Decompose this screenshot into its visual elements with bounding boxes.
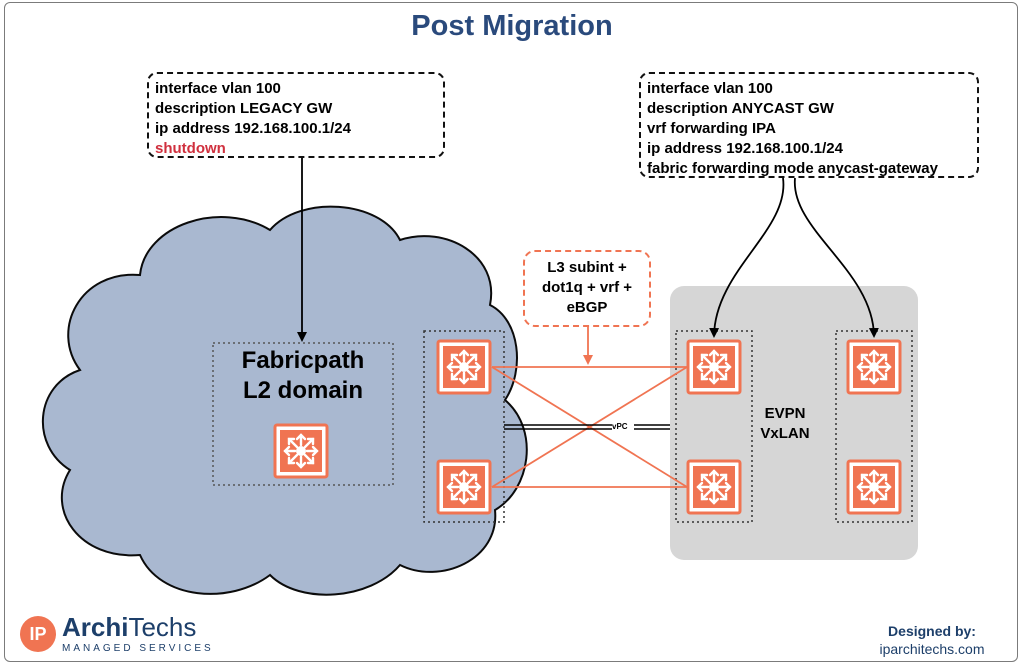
border-leaf-group bbox=[423, 330, 505, 523]
logo-badge: IP bbox=[20, 616, 56, 652]
logo-name: ArchiTechs bbox=[62, 612, 197, 642]
page-title: Post Migration bbox=[411, 10, 613, 42]
legacy-config-line: interface vlan 100 bbox=[155, 80, 281, 97]
fabricpath-domain-frame bbox=[212, 342, 394, 486]
legacy-config-line: ip address 192.168.100.1/24 bbox=[155, 120, 351, 137]
logo-tagline: MANAGED SERVICES bbox=[62, 643, 214, 654]
designed-by-label: Designed by: bbox=[888, 623, 976, 639]
anycast-arrow-left bbox=[709, 177, 785, 338]
anycast-config-line: description ANYCAST GW bbox=[647, 100, 834, 117]
l3-note-line: dot1q + vrf + bbox=[541, 279, 633, 296]
anycast-config-line: interface vlan 100 bbox=[647, 80, 773, 97]
legacy-gw-config-box: interface vlan 100 description LEGACY GW… bbox=[147, 72, 445, 158]
designer-site: iparchitechs.com bbox=[879, 641, 985, 657]
legacy-config-shutdown: shutdown bbox=[155, 140, 226, 157]
iparchitechs-logo: IP ArchiTechs MANAGED SERVICES bbox=[20, 612, 220, 656]
vpc-label: vPC bbox=[612, 422, 628, 431]
evpn-leaf-group-1 bbox=[675, 330, 753, 523]
fabricpath-cloud bbox=[41, 205, 528, 596]
anycast-gw-config-box: interface vlan 100 description ANYCAST G… bbox=[639, 72, 979, 178]
designer-credit: Designed by: iparchitechs.com bbox=[872, 622, 992, 658]
fabricpath-label: Fabricpath L2 domain bbox=[241, 347, 365, 404]
l3-note-line: L3 subint + bbox=[547, 259, 627, 276]
link-bottom-top bbox=[491, 366, 688, 488]
anycast-config-line: ip address 192.168.100.1/24 bbox=[647, 140, 843, 157]
anycast-config-line: vrf forwarding IPA bbox=[647, 120, 776, 137]
l3-subint-note: L3 subint + dot1q + vrf + eBGP bbox=[523, 250, 651, 327]
legacy-config-line: description LEGACY GW bbox=[155, 100, 333, 117]
l3-links bbox=[491, 366, 688, 488]
evpn-leaf-group-2 bbox=[835, 330, 913, 523]
evpn-vxlan-label: EVPN VxLAN bbox=[760, 405, 810, 442]
anycast-config-line: fabric forwarding mode anycast-gateway bbox=[647, 160, 938, 177]
l3-note-line: eBGP bbox=[566, 299, 608, 316]
outer-frame bbox=[4, 2, 1018, 662]
vpc-link bbox=[504, 424, 670, 430]
anycast-arrow-right bbox=[794, 177, 879, 338]
